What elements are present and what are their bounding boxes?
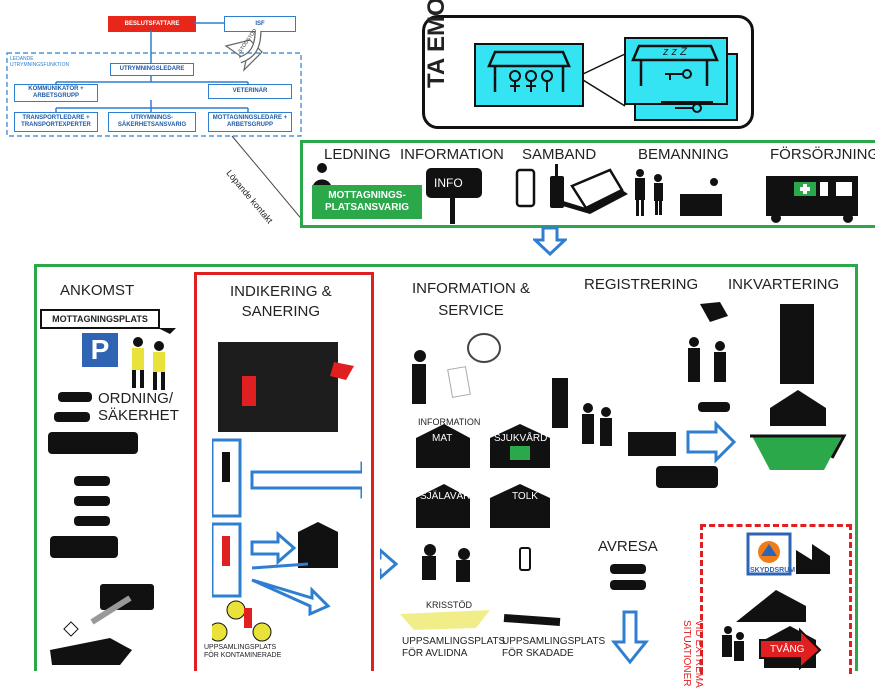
avlidna-label: UPPSAMLINGSPLATS FÖR AVLIDNA <box>402 636 506 659</box>
extrema-panel <box>700 524 852 674</box>
org-transportledare: TRANSPORTLEDARE + TRANSPORTEXPERTER <box>14 112 98 132</box>
ordning-label: ORDNING/ SÄKERHET <box>98 390 179 424</box>
ta-emot-panel: TA EMOT z z Z <box>422 0 754 129</box>
registrering-icons <box>582 302 847 488</box>
avresa-title: AVRESA <box>598 538 658 555</box>
information-label: INFORMATION <box>400 146 504 163</box>
sjalavard-label: SJÄLAVÅRD <box>420 491 478 502</box>
org-ledande-label: LEDANDE UTRYMNINGSFUNKTION <box>10 56 70 68</box>
info-sign-text: INFO <box>434 176 463 190</box>
samband-label: SAMBAND <box>522 146 597 163</box>
forsorjning-label: FÖRSÖRJNING <box>770 146 875 163</box>
parking-sign: P <box>82 333 118 367</box>
ta-emot-title: TA EMOT <box>423 0 450 88</box>
indikering-icons <box>212 342 362 642</box>
down-arrow-icon <box>533 226 567 256</box>
info-service-title: INFORMATION & SERVICE <box>412 280 531 319</box>
sjukvard-label: SJUKVÅRD <box>494 433 548 444</box>
tvang-label: TVÅNG <box>770 644 805 655</box>
inkvartering-title: INKVARTERING <box>728 276 840 293</box>
ledning-label: LEDNING <box>324 146 391 163</box>
top-row-panel <box>300 140 875 228</box>
information-small-label: INFORMATION <box>418 417 481 427</box>
ankomst-title: ANKOMST <box>60 282 135 299</box>
org-beslutsfattare: BESLUTSFATTARE <box>108 16 196 32</box>
bemanning-label: BEMANNING <box>638 146 729 163</box>
ankomst-icons <box>48 328 176 665</box>
org-mottagningsledare: MOTTAGNINGSLEDARE + ARBETSGRUPP <box>208 112 292 132</box>
mat-label: MAT <box>432 433 453 444</box>
org-sakerhetsansvarig: UTRYMNINGS- SÄKERHETSANSVARIG <box>108 112 196 132</box>
org-kommunikator: KOMMUNIKATÖR + ARBETSGRUPP <box>14 84 98 102</box>
indikering-panel <box>194 272 374 671</box>
skadade-label: UPPSAMLINGSPLATS FÖR SKADADE <box>502 636 606 659</box>
indikering-title: INDIKERING & SANERING <box>230 283 332 320</box>
org-veterinar: VETERINÄR <box>208 84 292 99</box>
mottagningsplats-sign: MOTTAGNINGSPLATS <box>40 309 160 329</box>
avresa-icons <box>610 564 650 665</box>
skyddsrum-label: SKYDDSRUM <box>750 567 796 574</box>
tolk-label: TOLK <box>512 491 538 502</box>
main-process-panel <box>34 264 858 671</box>
ta-emot-houses <box>474 37 738 121</box>
extrema-title: VID EXTREMA SITUATIONER <box>681 620 704 688</box>
info-service-icons <box>380 333 574 630</box>
org-connectors <box>6 22 303 220</box>
registrering-title: REGISTRERING <box>584 276 699 293</box>
extrema-icons <box>722 532 830 671</box>
mottagnings-badge: MOTTAGNINGS- PLATSANSVARIG <box>312 185 422 219</box>
org-utrymningsledare: UTRYMNINGSLEDARE <box>110 63 194 76</box>
uppsamling-kontaminerade-label: UPPSAMLINGSPLATS FÖR KONTAMINERADE <box>204 644 282 659</box>
zzz-label: z z Z <box>663 46 687 58</box>
krisstod-label: KRISSTÖD <box>426 600 473 610</box>
